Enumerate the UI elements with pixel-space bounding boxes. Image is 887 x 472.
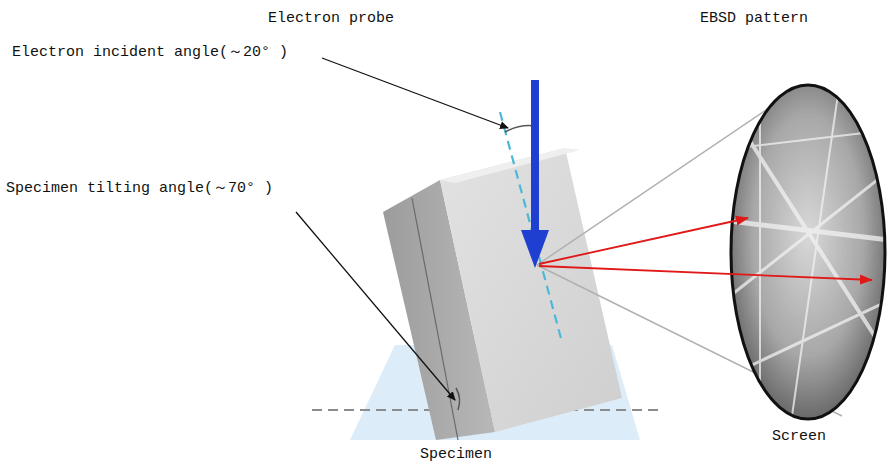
- screen-label: Screen: [772, 428, 826, 446]
- tilt-angle-arc: [456, 388, 460, 410]
- kikuchi-bands: [720, 80, 887, 430]
- screen-outline: [731, 85, 885, 419]
- diffracted-beam: [539, 218, 748, 264]
- leader-arrow: [296, 212, 455, 400]
- diffracted-beam: [539, 266, 872, 280]
- angle-label: Electron incident angle(～20° ): [12, 44, 288, 62]
- specimen-label: Specimen: [420, 446, 492, 464]
- angle-label: Specimen tilting angle(～70° ): [6, 180, 273, 198]
- electron-beam: [531, 80, 539, 232]
- incident-angle-arc: [505, 126, 535, 132]
- screen: [731, 85, 885, 419]
- specimen-top: [440, 148, 580, 183]
- pattern-label: EBSD pattern: [700, 10, 808, 28]
- specimen-leader: [412, 198, 458, 440]
- leader-arrow: [322, 58, 508, 128]
- beam-label: Electron probe: [268, 10, 394, 28]
